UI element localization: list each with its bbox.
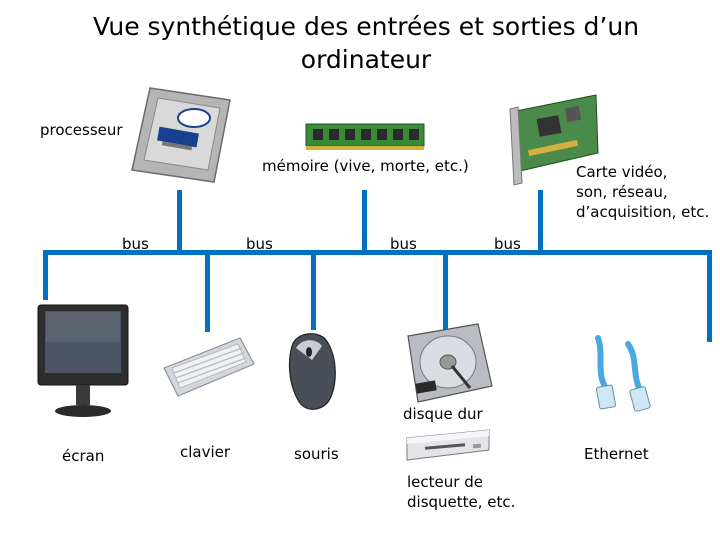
bus-drop-memory xyxy=(362,190,367,252)
bus-drop-mouse xyxy=(311,250,316,330)
label-cards-line3: d’acquisition, etc. xyxy=(576,203,710,221)
floppy-drive-icon xyxy=(406,429,490,461)
monitor-icon xyxy=(37,304,129,417)
label-memory: mémoire (vive, morte, etc.) xyxy=(262,157,469,175)
label-keyboard: clavier xyxy=(180,443,231,461)
bus-main-horizontal xyxy=(43,250,712,255)
label-bus-1: bus xyxy=(122,235,149,253)
label-floppy-line1: lecteur de xyxy=(407,473,483,491)
label-hard-disk: disque dur xyxy=(403,405,483,423)
label-ethernet: Ethernet xyxy=(584,445,649,463)
label-floppy: lecteur de disquette, etc. xyxy=(407,472,515,512)
ethernet-cable-icon xyxy=(595,335,651,412)
diagram-title: Vue synthétique des entrées et sorties d… xyxy=(0,10,720,76)
bus-drop-processor xyxy=(177,190,182,252)
label-bus-4: bus xyxy=(494,235,521,253)
diagram-title-line1: Vue synthétique des entrées et sorties d… xyxy=(92,12,640,41)
mouse-icon xyxy=(288,333,336,410)
label-processor: processeur xyxy=(40,121,123,139)
cpu-chip-icon xyxy=(131,87,231,183)
bus-drop-disk xyxy=(443,250,448,330)
label-cards-line1: Carte vidéo, xyxy=(576,163,668,181)
label-bus-2: bus xyxy=(246,235,273,253)
label-cards: Carte vidéo, son, réseau, d’acquisition,… xyxy=(576,162,709,222)
keyboard-icon xyxy=(163,337,255,397)
label-cards-line2: son, réseau, xyxy=(576,183,668,201)
label-floppy-line2: disquette, etc. xyxy=(407,493,516,511)
label-bus-3: bus xyxy=(390,235,417,253)
expansion-card-icon xyxy=(509,94,599,186)
bus-drop-cards xyxy=(538,190,543,252)
hard-disk-icon xyxy=(407,323,493,403)
diagram-title-line2: ordinateur xyxy=(300,45,432,74)
bus-drop-ethernet xyxy=(707,250,712,342)
label-mouse: souris xyxy=(294,445,339,463)
ram-module-icon xyxy=(305,123,425,150)
bus-drop-screen xyxy=(43,250,48,300)
label-screen: écran xyxy=(62,447,105,465)
bus-drop-keyboard xyxy=(205,250,210,332)
